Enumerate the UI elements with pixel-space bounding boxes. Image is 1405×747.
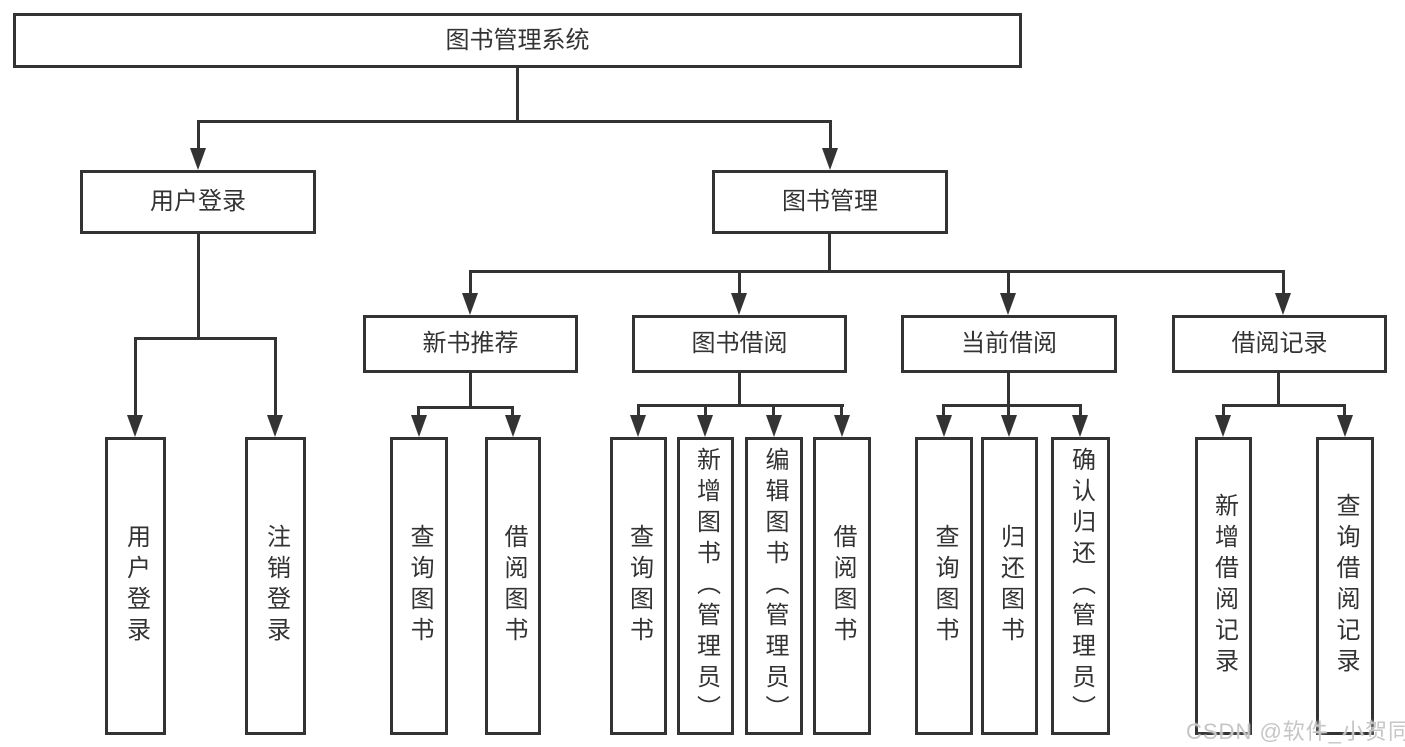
connector-stem-leaf-user-login <box>134 337 137 421</box>
arrowhead-leaf-user-login <box>127 415 143 437</box>
arrowhead-user-login <box>190 148 206 170</box>
leaf-cb-return-books: 归还图书 <box>981 437 1038 735</box>
node-user-login: 用户登录 <box>80 170 316 234</box>
node-book-borrow: 图书借阅 <box>632 315 847 373</box>
leaf-user-login: 用户登录 <box>105 437 166 735</box>
leaf-nbr-query-books-label: 查询图书 <box>406 524 433 648</box>
connector-book-management-trunk <box>828 233 831 272</box>
connector-current-borrow-rail <box>942 404 1082 407</box>
connector-borrow-records-rail <box>1222 404 1346 407</box>
leaf-logout: 注销登录 <box>245 437 306 735</box>
node-book-management: 图书管理 <box>712 170 948 234</box>
arrowhead-bb-edit <box>766 415 782 437</box>
leaf-nbr-borrow-books-label: 借阅图书 <box>500 524 527 648</box>
leaf-bb-query-books: 查询图书 <box>610 437 667 735</box>
connector-stem-bb-borrow <box>840 404 843 417</box>
leaf-bb-query-books-label: 查询图书 <box>625 524 653 648</box>
arrowhead-book-management <box>822 148 838 170</box>
connector-stem-current-borrow <box>1007 270 1010 298</box>
connector-stem-new-book-recommend <box>469 270 472 298</box>
node-current-borrow-label: 当前借阅 <box>961 330 1057 357</box>
connector-new-book-recommend-trunk <box>469 372 472 408</box>
connector-book-borrow-rail <box>637 404 844 407</box>
connector-user-login-rail <box>134 337 277 340</box>
connector-book-borrow-trunk <box>738 372 741 406</box>
connector-stem-br-query <box>1343 404 1346 417</box>
leaf-bb-edit-books-admin: 编辑图书（管理员） <box>745 437 803 735</box>
leaf-cb-confirm-return-admin: 确认归还（管理员） <box>1051 437 1110 735</box>
leaf-br-add-record-label: 新增借阅记录 <box>1210 493 1238 679</box>
node-book-borrow-label: 图书借阅 <box>691 330 788 357</box>
leaf-nbr-query-books: 查询图书 <box>390 437 448 735</box>
connector-stem-nbr-borrow <box>511 406 514 417</box>
leaf-logout-label: 注销登录 <box>262 524 290 648</box>
node-borrow-records: 借阅记录 <box>1172 315 1387 373</box>
connector-stem-book-management <box>829 120 832 152</box>
connector-stem-cb-return <box>1007 404 1010 417</box>
arrowhead-cb-return <box>1001 415 1017 437</box>
connector-stem-bb-edit <box>772 404 775 417</box>
arrowhead-br-add <box>1215 415 1231 437</box>
arrowhead-br-query <box>1337 415 1353 437</box>
leaf-br-query-record-label: 查询借阅记录 <box>1332 493 1359 679</box>
connector-level3-rail <box>469 270 1285 273</box>
connector-level2-rail <box>197 120 832 123</box>
node-new-book-recommend: 新书推荐 <box>363 315 578 373</box>
arrowhead-bb-borrow <box>834 415 850 437</box>
arrowhead-book-borrow <box>731 293 747 315</box>
leaf-nbr-borrow-books: 借阅图书 <box>485 437 541 735</box>
connector-user-login-trunk <box>197 233 200 339</box>
connector-stem-bb-add <box>704 404 707 417</box>
connector-current-borrow-trunk <box>1007 372 1010 406</box>
csdn-watermark: CSDN @软件_小贺同学 <box>1186 719 1405 744</box>
node-user-login-label: 用户登录 <box>150 188 246 215</box>
connector-stem-bb-query <box>637 404 640 417</box>
node-current-borrow: 当前借阅 <box>901 315 1117 373</box>
leaf-user-login-label: 用户登录 <box>122 524 150 648</box>
connector-borrow-records-trunk <box>1277 372 1280 406</box>
arrowhead-nbr-query <box>411 415 427 437</box>
leaf-bb-edit-books-admin-label: 编辑图书（管理员） <box>761 446 788 726</box>
leaf-br-add-record: 新增借阅记录 <box>1195 437 1252 735</box>
connector-new-book-recommend-rail <box>417 406 514 409</box>
arrowhead-cb-confirm <box>1072 415 1088 437</box>
leaf-cb-confirm-return-admin-label: 确认归还（管理员） <box>1067 446 1095 726</box>
connector-root-trunk <box>516 68 519 122</box>
leaf-cb-query-books-label: 查询图书 <box>931 524 958 648</box>
arrowhead-cb-query <box>936 415 952 437</box>
node-new-book-recommend-label: 新书推荐 <box>422 330 519 357</box>
arrowhead-bb-query <box>630 415 646 437</box>
leaf-bb-add-books-admin-label: 新增图书（管理员） <box>692 446 720 726</box>
connector-stem-user-login <box>197 120 200 152</box>
arrowhead-leaf-logout <box>267 415 283 437</box>
leaf-bb-borrow-books-label: 借阅图书 <box>829 524 856 648</box>
leaf-br-query-record: 查询借阅记录 <box>1316 437 1374 735</box>
connector-stem-book-borrow <box>738 270 741 298</box>
arrowhead-current-borrow <box>1000 293 1016 315</box>
arrowhead-new-book-recommend <box>462 293 478 315</box>
connector-stem-cb-query <box>942 404 945 417</box>
arrowhead-bb-add <box>697 415 713 437</box>
leaf-bb-borrow-books: 借阅图书 <box>813 437 871 735</box>
leaf-cb-query-books: 查询图书 <box>915 437 973 735</box>
leaf-bb-add-books-admin: 新增图书（管理员） <box>677 437 734 735</box>
node-root-system-label: 图书管理系统 <box>445 26 590 54</box>
connector-stem-nbr-query <box>417 406 420 417</box>
connector-stem-leaf-logout <box>274 337 277 421</box>
arrowhead-borrow-records <box>1275 293 1291 315</box>
node-root-system: 图书管理系统 <box>13 13 1022 68</box>
node-borrow-records-label: 借阅记录 <box>1231 330 1328 357</box>
connector-stem-cb-confirm <box>1079 404 1082 417</box>
connector-stem-borrow-records <box>1282 270 1285 298</box>
node-book-management-label: 图书管理 <box>782 188 878 215</box>
arrowhead-nbr-borrow <box>505 415 521 437</box>
leaf-cb-return-books-label: 归还图书 <box>996 524 1024 648</box>
connector-stem-br-add <box>1222 404 1225 417</box>
